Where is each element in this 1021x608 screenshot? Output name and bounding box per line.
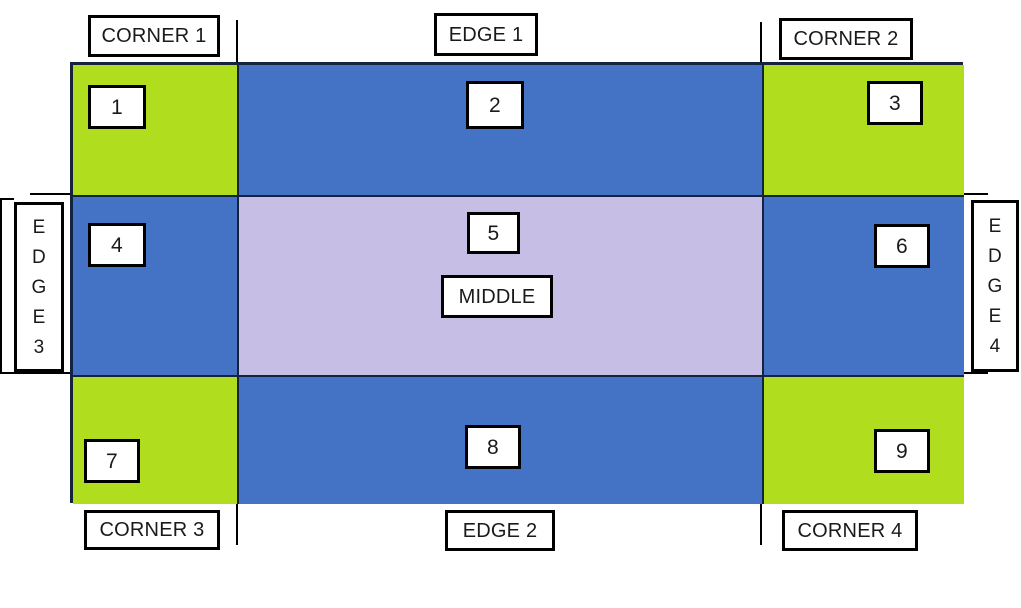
leader-line-horizontal-right-upper: [940, 193, 988, 195]
label-edge-3-char-1: D: [32, 246, 46, 268]
grid-cell-6[interactable]: [764, 197, 964, 377]
cell-number-box-5: 5: [467, 212, 520, 254]
label-corner-3: CORNER 3: [84, 510, 220, 550]
label-edge-3-char-0: E: [32, 216, 46, 238]
cell-number-box-8: 8: [465, 425, 521, 469]
grid-cell-9[interactable]: [764, 377, 964, 504]
cell-number-box-6: 6: [874, 224, 930, 268]
leader-line-horizontal-right-lower: [940, 372, 988, 374]
cell-number-box-7: 7: [84, 439, 140, 483]
cell-number-box-4: 4: [88, 223, 146, 267]
label-edge-3: E D G E 3: [14, 202, 64, 372]
label-middle: MIDDLE: [441, 275, 553, 318]
label-corner-1: CORNER 1: [88, 15, 220, 57]
zone-grid: [70, 62, 964, 504]
label-edge-1: EDGE 1: [434, 13, 538, 56]
label-edge-3-char-2: G: [31, 276, 47, 298]
label-edge-4-char-0: E: [988, 215, 1002, 237]
label-edge-2: EDGE 2: [445, 510, 555, 551]
cell-number-box-2: 2: [466, 81, 524, 129]
label-edge-3-char-3: E: [32, 306, 46, 328]
cell-number-box-1: 1: [88, 85, 146, 129]
label-edge-4-char-1: D: [988, 245, 1002, 267]
left-edge-bracket: [0, 198, 14, 374]
label-corner-2: CORNER 2: [779, 18, 913, 60]
label-edge-4-char-2: G: [987, 275, 1003, 297]
label-edge-4-char-3: E: [988, 305, 1002, 327]
label-edge-4-char-4: 4: [989, 335, 1001, 357]
grid-cell-4[interactable]: [73, 197, 239, 377]
cell-number-box-3: 3: [867, 81, 923, 125]
label-edge-3-char-4: 3: [33, 336, 45, 358]
label-corner-4: CORNER 4: [782, 510, 918, 551]
leader-line-horizontal-left-lower: [0, 372, 70, 374]
label-edge-4: E D G E 4: [971, 200, 1019, 372]
cell-number-box-9: 9: [874, 429, 930, 473]
grid-cell-3[interactable]: [764, 65, 964, 197]
